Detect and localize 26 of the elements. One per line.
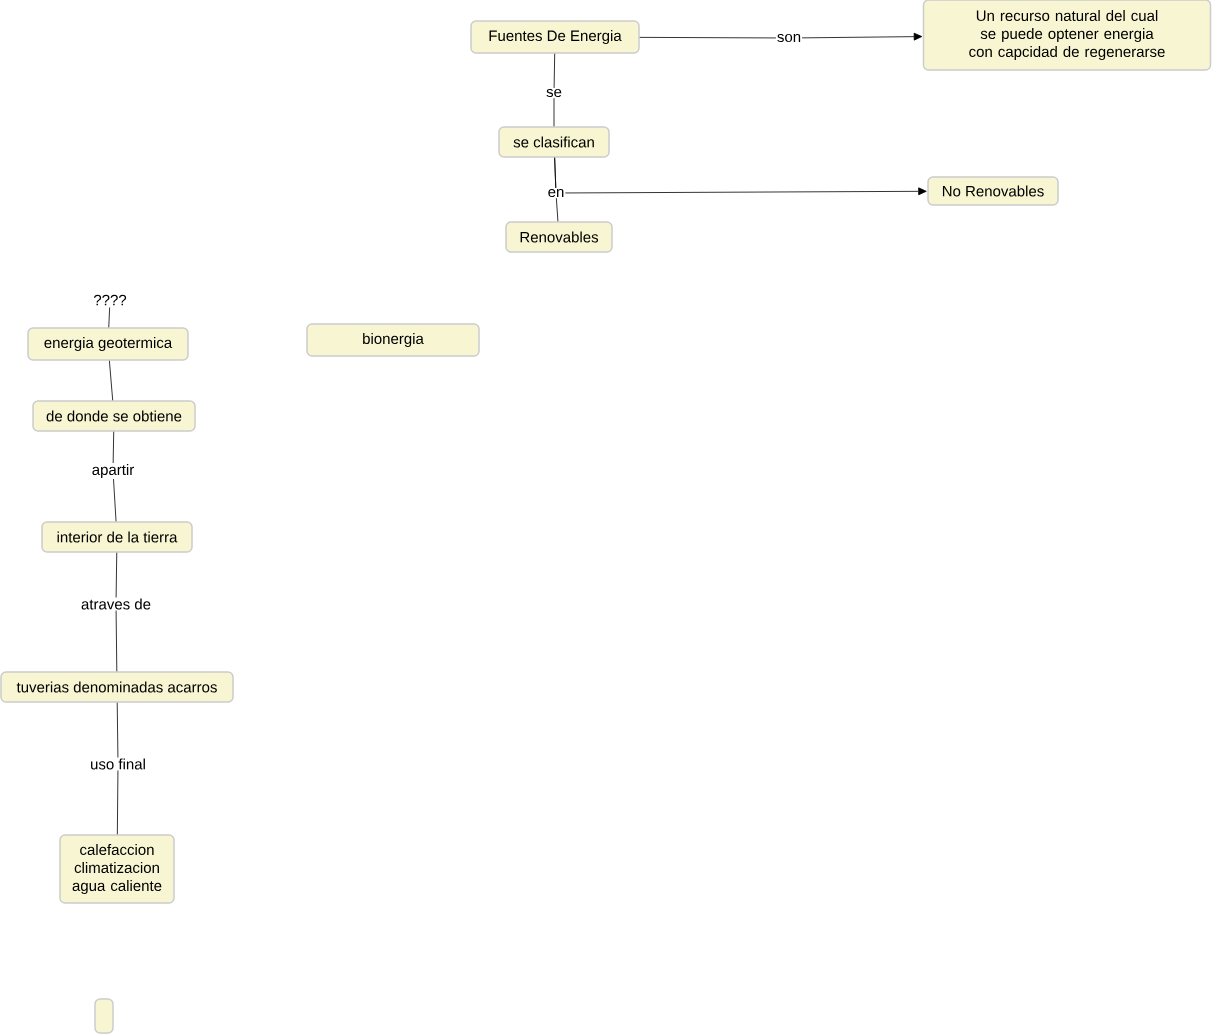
link-label: son — [775, 32, 803, 44]
concept-box: No Renovables — [927, 176, 1059, 206]
connector-line — [109, 360, 114, 401]
link-label: apartir — [90, 463, 136, 479]
empty-box — [94, 998, 114, 1034]
concept-box: Renovables — [505, 221, 613, 253]
connector-line — [115, 552, 118, 672]
connector-line — [116, 702, 119, 835]
concept-box: bionergia — [306, 323, 480, 357]
concept-box: tuverias denominadas acarros — [0, 671, 234, 703]
connector-line — [553, 53, 556, 127]
connector-line — [108, 307, 111, 328]
link-label: se — [545, 87, 563, 99]
concept-box: energia geotermica — [27, 327, 189, 361]
concept-box: calefaccion climatizacion agua caliente — [59, 834, 175, 904]
concept-box: Un recurso natural del cual se puede optener energia con capcidad de regenerarse — [922, 0, 1212, 71]
concept-text: ???? — [93, 294, 127, 306]
link-label: en — [546, 187, 566, 199]
concept-box: de donde se obtiene — [32, 400, 196, 432]
link-label: uso final — [89, 757, 147, 771]
concept-box: interior de la tierra — [41, 521, 193, 553]
link-label: atraves de — [80, 597, 152, 611]
connector-line — [639, 32, 923, 41]
concept-box: se clasifican — [498, 126, 610, 158]
connector-line — [554, 157, 927, 196]
concept-box: Fuentes De Energia — [470, 20, 640, 54]
